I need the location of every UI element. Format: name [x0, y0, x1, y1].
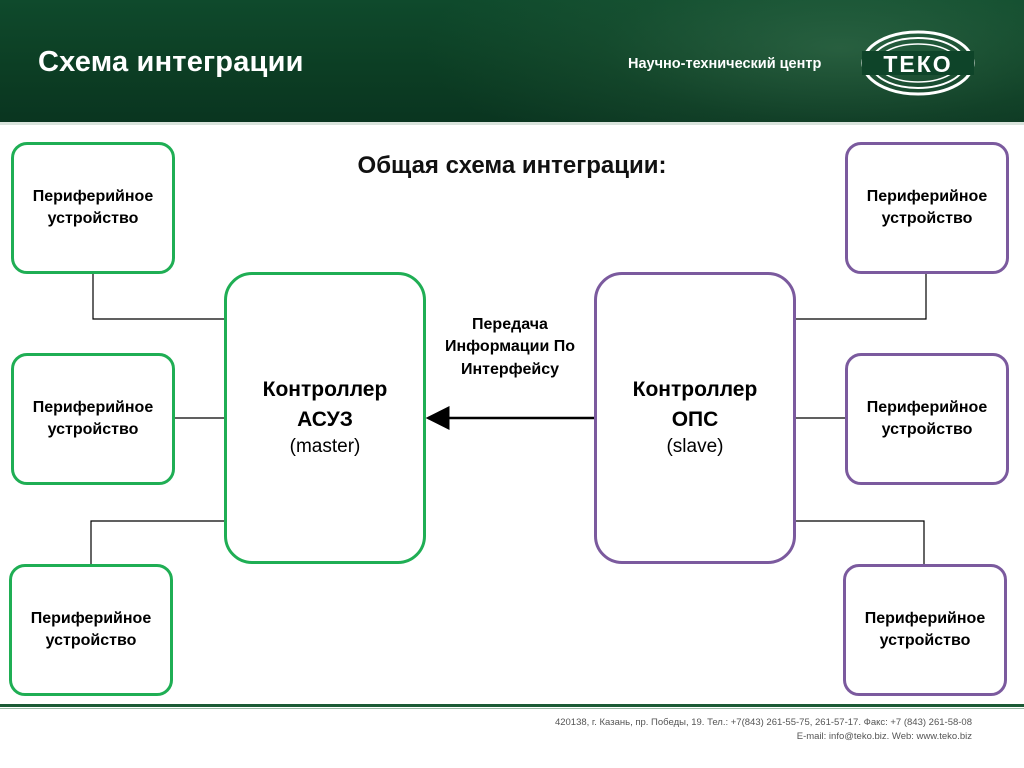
page-title: Схема интеграции	[38, 46, 304, 78]
footer-divider-thin	[0, 708, 1024, 709]
right-peripheral-device-3: Периферийное устройство	[843, 564, 1007, 696]
diagram-title: Общая схема интеграции:	[357, 152, 667, 179]
header-band: Схема интеграции Научно-технический цент…	[0, 0, 1024, 122]
left-bottom-connector	[90, 520, 224, 564]
organization-name: Научно-технический центр	[628, 56, 822, 72]
right-peripheral-device-1: Периферийное устройство	[845, 142, 1009, 274]
device-label: Периферийное устройство	[32, 399, 154, 438]
controller-slave: Контроллер ОПС (slave)	[594, 272, 796, 564]
interface-transfer-label: Передача Информации По Интерфейсу	[444, 316, 576, 378]
controller-master-role: (master)	[289, 436, 361, 458]
teko-logo-icon: ТЕКО	[861, 30, 975, 96]
right-peripheral-device-2: Периферийное устройство	[845, 353, 1009, 485]
left-peripheral-device-1: Периферийное устройство	[11, 142, 175, 274]
footer-address: 420138, г. Казань, пр. Победы, 19. Тел.:…	[554, 717, 972, 728]
right-bottom-connector	[795, 520, 925, 564]
footer-contacts: 420138, г. Казань, пр. Победы, 19. Тел.:…	[555, 716, 972, 744]
device-label: Периферийное устройство	[864, 610, 986, 649]
right-top-connector	[795, 273, 927, 320]
controller-master-line1: Контроллер	[262, 378, 388, 402]
device-label: Периферийное устройство	[30, 610, 152, 649]
controller-slave-role: (slave)	[666, 436, 724, 458]
left-top-connector	[92, 273, 224, 320]
header-divider	[0, 122, 1024, 125]
controller-slave-line1: Контроллер	[632, 378, 758, 402]
svg-text:ТЕКО: ТЕКО	[883, 51, 952, 77]
left-peripheral-device-2: Периферийное устройство	[11, 353, 175, 485]
device-label: Периферийное устройство	[866, 399, 988, 438]
controller-master-line2: АСУЗ	[297, 407, 353, 431]
device-label: Периферийное устройство	[32, 188, 154, 227]
footer-divider	[0, 704, 1024, 707]
controller-slave-line2: ОПС	[671, 407, 719, 431]
footer-email-web: E-mail: info@teko.biz. Web: www.teko.biz	[796, 730, 972, 742]
device-label: Периферийное устройство	[866, 188, 988, 227]
controller-master: Контроллер АСУЗ (master)	[224, 272, 426, 564]
left-peripheral-device-3: Периферийное устройство	[9, 564, 173, 696]
